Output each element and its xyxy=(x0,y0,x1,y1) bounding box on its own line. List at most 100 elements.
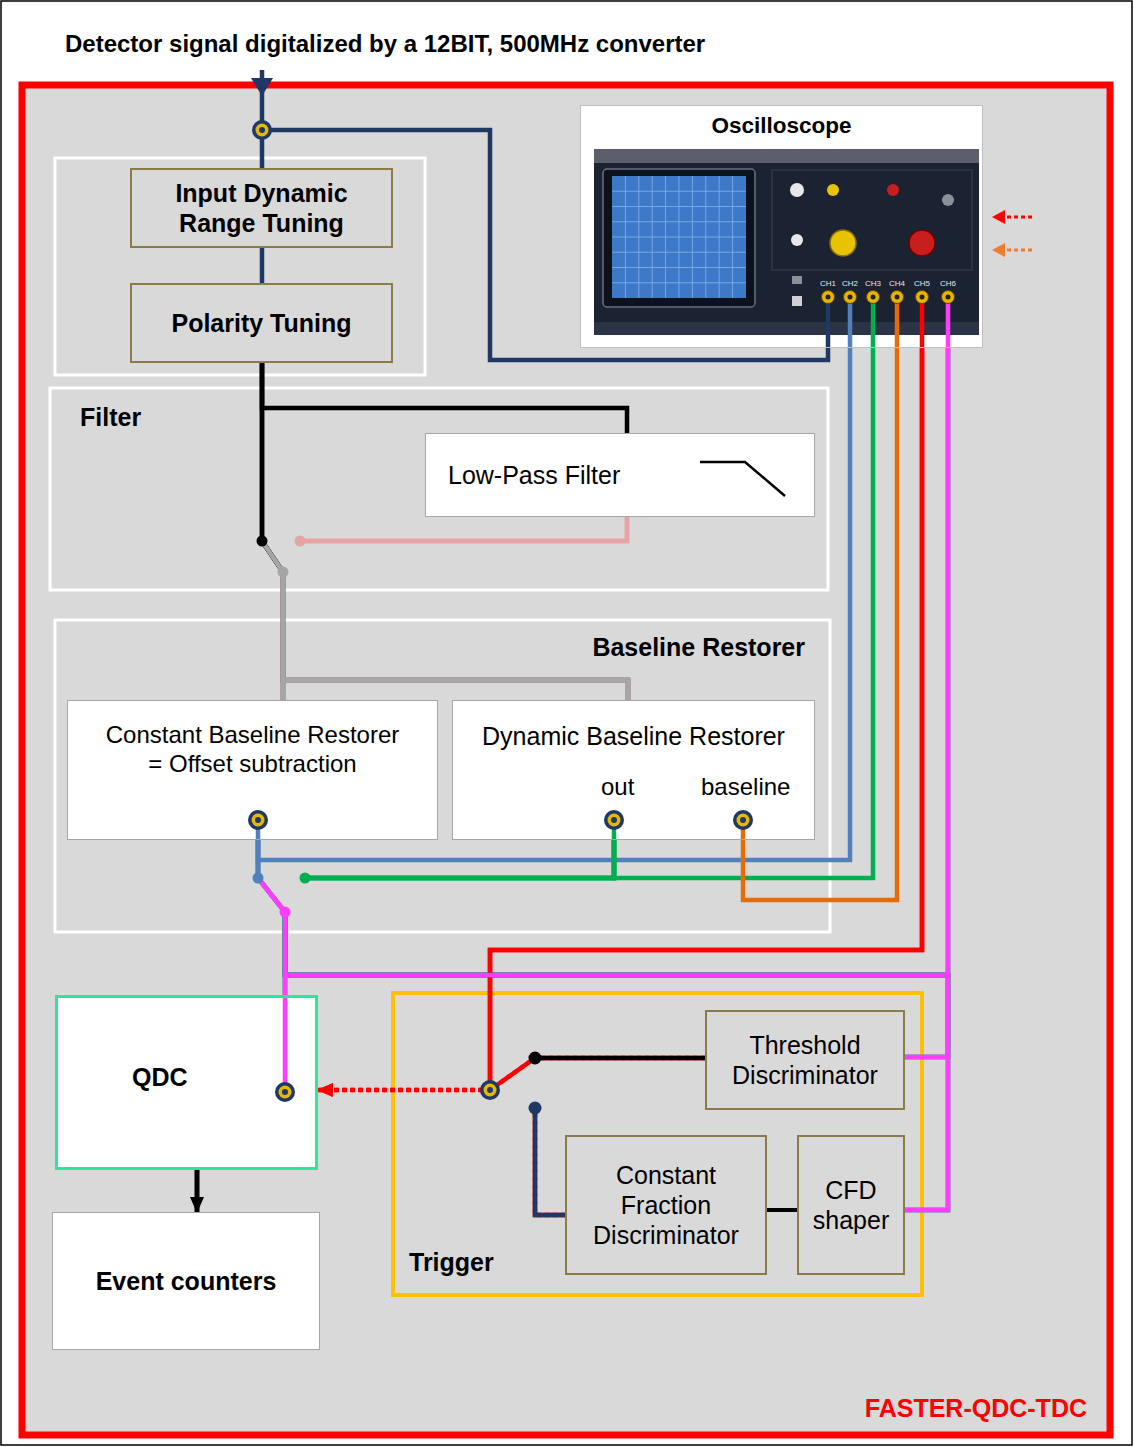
scope-top-strip xyxy=(594,149,979,163)
jack xyxy=(867,291,880,304)
box-label: CFD shaper xyxy=(807,1175,895,1235)
switch-contact xyxy=(257,536,268,547)
panel-title: Baseline Restorer xyxy=(592,632,805,662)
switch-contact xyxy=(529,1052,542,1065)
jack-hole xyxy=(826,295,831,300)
discriminator-box: Threshold Discriminator xyxy=(705,1010,905,1110)
channel-label: CH4 xyxy=(885,279,909,288)
socket xyxy=(279,1086,292,1099)
oscilloscope-panel-fill xyxy=(580,105,983,348)
knob xyxy=(887,184,899,196)
port-lead xyxy=(283,995,288,1092)
socket xyxy=(487,1087,493,1093)
box-label: Polarity Tuning xyxy=(171,308,351,338)
box-fill xyxy=(452,700,815,840)
connector-wire xyxy=(285,840,614,995)
qdc-box-fill xyxy=(55,995,318,1170)
arrow-head xyxy=(992,243,1005,257)
switch-blade xyxy=(258,878,285,995)
jack-hole xyxy=(871,295,876,300)
socket xyxy=(480,1080,500,1100)
socket xyxy=(259,127,265,133)
shaper-box: CFD shaper xyxy=(797,1135,905,1275)
socket xyxy=(737,814,750,827)
channel-lead xyxy=(848,297,853,348)
knob xyxy=(830,230,856,256)
connector-wire xyxy=(283,517,627,700)
channel-label: CH2 xyxy=(838,279,862,288)
socket xyxy=(484,1084,497,1097)
connector-wire xyxy=(767,1208,797,1212)
box-label: Threshold Discriminator xyxy=(715,1030,895,1090)
filter-panel-outline xyxy=(50,388,828,590)
discriminator-box: Constant Fraction Discriminator xyxy=(565,1135,767,1275)
socket xyxy=(282,1089,288,1095)
qdc-box: QDC xyxy=(55,995,318,1170)
socket xyxy=(255,817,261,823)
socket xyxy=(252,120,272,140)
jack-hole xyxy=(848,295,853,300)
port-label: out xyxy=(601,773,634,802)
process-box: Input Dynamic Range Tuning xyxy=(130,168,393,248)
wire-segment xyxy=(283,680,628,700)
knob xyxy=(942,194,954,206)
socket xyxy=(733,810,753,830)
diagram-title: Detector signal digitalized by a 12BIT, … xyxy=(65,30,705,59)
connector-wire xyxy=(258,348,850,860)
channel-lead xyxy=(920,297,925,348)
socket xyxy=(611,817,617,823)
button xyxy=(792,296,802,306)
scope-screen xyxy=(612,176,746,298)
jack xyxy=(942,291,955,304)
trigger-panel: TriggerThreshold DiscriminatorConstant F… xyxy=(393,993,922,1295)
box-label: QDC xyxy=(132,1062,188,1092)
socket xyxy=(608,814,621,827)
screen-grid xyxy=(612,176,746,298)
group-panel: Baseline RestorerConstant Baseline Resto… xyxy=(55,620,830,932)
box-label: Constant Baseline Restorer = Offset subt… xyxy=(100,721,405,779)
connector-sockets xyxy=(248,120,753,1102)
switch-pivot xyxy=(278,567,289,578)
control-panel-outline xyxy=(772,170,972,270)
channel-label: CH6 xyxy=(936,279,960,288)
channel-lead xyxy=(946,297,951,348)
box-label: Low-Pass Filter xyxy=(448,460,620,490)
channel-lead xyxy=(895,297,900,348)
input-arrowhead xyxy=(251,78,273,96)
port-label: baseline xyxy=(701,773,790,802)
oscilloscope-panel: Oscilloscope xyxy=(580,105,983,348)
channel-label: CH1 xyxy=(816,279,840,288)
input-panel-outline xyxy=(55,158,425,375)
scope-bezel xyxy=(603,169,755,307)
panel-title: Oscilloscope xyxy=(581,112,982,139)
filter-box: Low-Pass Filter xyxy=(425,433,815,517)
switch-contact xyxy=(529,1102,542,1115)
box-label: Input Dynamic Range Tuning xyxy=(140,178,383,238)
trigger-panel-outline xyxy=(393,993,922,1295)
connector-wire xyxy=(258,840,285,995)
box-label: Event counters xyxy=(96,1266,277,1296)
knob xyxy=(909,230,935,256)
switch-pivot xyxy=(280,907,291,918)
low-pass-symbol xyxy=(700,462,785,496)
module-name: FASTER-QDC-TDC xyxy=(865,1393,1087,1423)
switch-contact xyxy=(295,536,306,547)
process-box: Polarity Tuning xyxy=(130,283,393,363)
jack-hole xyxy=(946,295,951,300)
jack xyxy=(844,291,857,304)
connector-wire xyxy=(260,248,265,283)
jack xyxy=(916,291,929,304)
wire-segment xyxy=(535,1056,705,1061)
process-box: Dynamic Baseline Restoreroutbaseline xyxy=(452,700,815,840)
jack-hole xyxy=(920,295,925,300)
connector-wire xyxy=(614,348,873,878)
socket xyxy=(248,810,268,830)
button xyxy=(792,276,802,284)
connector-wire xyxy=(262,363,283,700)
module-housing-outline xyxy=(22,85,1110,1435)
wire-segment xyxy=(535,1108,565,1215)
arrow-head xyxy=(992,210,1005,224)
socket xyxy=(275,1082,295,1102)
socket xyxy=(740,817,746,823)
